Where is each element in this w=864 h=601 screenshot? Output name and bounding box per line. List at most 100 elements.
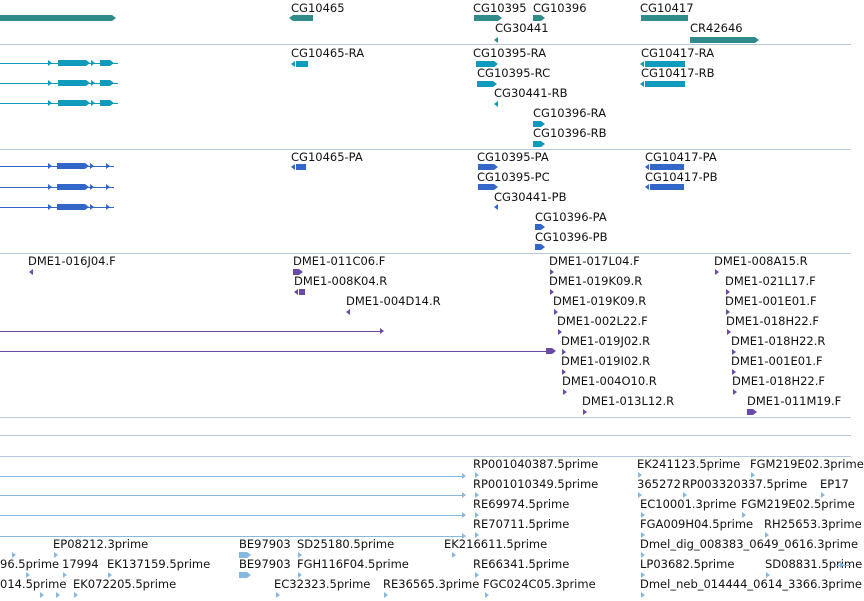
feature-label: BE97903 [239, 537, 291, 551]
strand-arrow-left [494, 37, 498, 43]
feature-label: FGC024C05.3prime [483, 577, 596, 591]
feature-label: DME1-002L22.F [557, 314, 648, 328]
exon-block [299, 289, 305, 295]
feature-label: CG30441 [495, 21, 549, 35]
feature-label: EP17 [820, 477, 849, 491]
feature-label: BE97903 [239, 557, 291, 571]
exon-block [100, 100, 110, 106]
strand-arrow-right [475, 492, 479, 498]
strand-arrow-right [726, 309, 730, 315]
exon-block [690, 37, 755, 43]
feature-label: DME1-019J02.R [561, 334, 651, 348]
strand-arrow-right [727, 329, 731, 335]
strand-arrow-right [247, 552, 251, 558]
strand-arrow-right [558, 329, 562, 335]
strand-arrow-right [90, 184, 94, 190]
strand-arrow-right [732, 369, 736, 375]
strand-arrow-right [12, 552, 16, 558]
feature-label: RP003320337.5prime [682, 477, 808, 491]
strand-arrow-right [86, 80, 90, 86]
strand-arrow-left [670, 184, 674, 190]
strand-arrow-left [675, 164, 679, 170]
feature-label: EK072205.5prime [73, 577, 177, 591]
strand-arrow-right [638, 472, 642, 478]
strand-arrow-right [48, 100, 52, 106]
strand-arrow-left [675, 184, 679, 190]
strand-arrow-left [289, 15, 293, 21]
strand-arrow-right [91, 80, 95, 86]
feature-label: SD08831.5prime [765, 557, 863, 571]
strand-arrow-right [48, 184, 52, 190]
feature-label: 96.5prime [0, 557, 60, 571]
strand-arrow-left [665, 61, 669, 67]
feature-label: CG10417-PA [645, 150, 717, 164]
exon-block [58, 80, 86, 86]
exon-block [533, 141, 541, 147]
exon-block [100, 80, 110, 86]
strand-arrow-right [494, 61, 498, 67]
exon-block [57, 163, 85, 169]
feature-label: EC10001.3prime [640, 497, 737, 511]
strand-arrow-right [494, 184, 498, 190]
strand-arrow-right [91, 100, 95, 106]
strand-arrow-right [683, 492, 687, 498]
strand-arrow-right [384, 592, 388, 598]
strand-arrow-right [48, 204, 52, 210]
feature-label: CG10465-RA [291, 46, 365, 60]
strand-arrow-right [753, 409, 757, 415]
feature-label: DME1-011M19.F [747, 394, 842, 408]
feature-label: RE70711.5prime [473, 517, 570, 531]
track-empty [0, 418, 851, 435]
exon-block [293, 15, 313, 21]
strand-arrow-left [675, 61, 679, 67]
strand-arrow-left [650, 81, 654, 87]
strand-arrow-right [641, 572, 645, 578]
feature-label: CG10417-RB [641, 66, 715, 80]
strand-arrow-right [562, 369, 566, 375]
track-separator [0, 417, 851, 418]
strand-arrow-right [493, 81, 497, 87]
strand-arrow-right [110, 60, 114, 66]
feature-label: CG10396-PA [535, 210, 607, 224]
feature-label: DME1-011C06.F [293, 254, 386, 268]
strand-arrow-left [655, 61, 659, 67]
intron-line [0, 515, 462, 516]
exon-block [478, 184, 494, 190]
track-separator [0, 435, 851, 436]
feature-label: CG10465-PA [291, 150, 363, 164]
feature-label: SD25180.5prime [297, 537, 395, 551]
feature-label: 365272 [637, 477, 681, 491]
strand-arrow-right [462, 512, 466, 518]
exon-block [533, 121, 541, 127]
strand-arrow-left [494, 101, 498, 107]
exon-block [747, 409, 753, 415]
strand-arrow-right [541, 141, 545, 147]
strand-arrow-right [86, 60, 90, 66]
strand-arrow-left [660, 164, 664, 170]
strand-arrow-right [733, 389, 737, 395]
exon-block [546, 348, 552, 354]
strand-arrow-left [645, 184, 649, 190]
strand-arrow-right [475, 472, 479, 478]
exon-block [0, 15, 112, 21]
feature-label: RE36565.3prime [383, 577, 480, 591]
feature-label: CG10465 [291, 1, 345, 15]
feature-label: DME1-019K09.R [553, 294, 647, 308]
feature-label: CG10396-PB [535, 230, 608, 244]
feature-label: EP08212.3prime [53, 537, 149, 551]
strand-arrow-left [670, 61, 674, 67]
feature-label: CG10417-PB [645, 170, 718, 184]
feature-label: CG10395-PA [477, 150, 549, 164]
strand-arrow-right [732, 349, 736, 355]
exon-block [478, 164, 494, 170]
strand-arrow-right [380, 328, 384, 334]
strand-arrow-right [86, 100, 90, 106]
exon-block [535, 224, 541, 230]
strand-arrow-right [766, 572, 770, 578]
strand-arrow-right [726, 289, 730, 295]
strand-arrow-left [655, 81, 659, 87]
exon-block [58, 100, 86, 106]
strand-arrow-left [346, 309, 350, 315]
